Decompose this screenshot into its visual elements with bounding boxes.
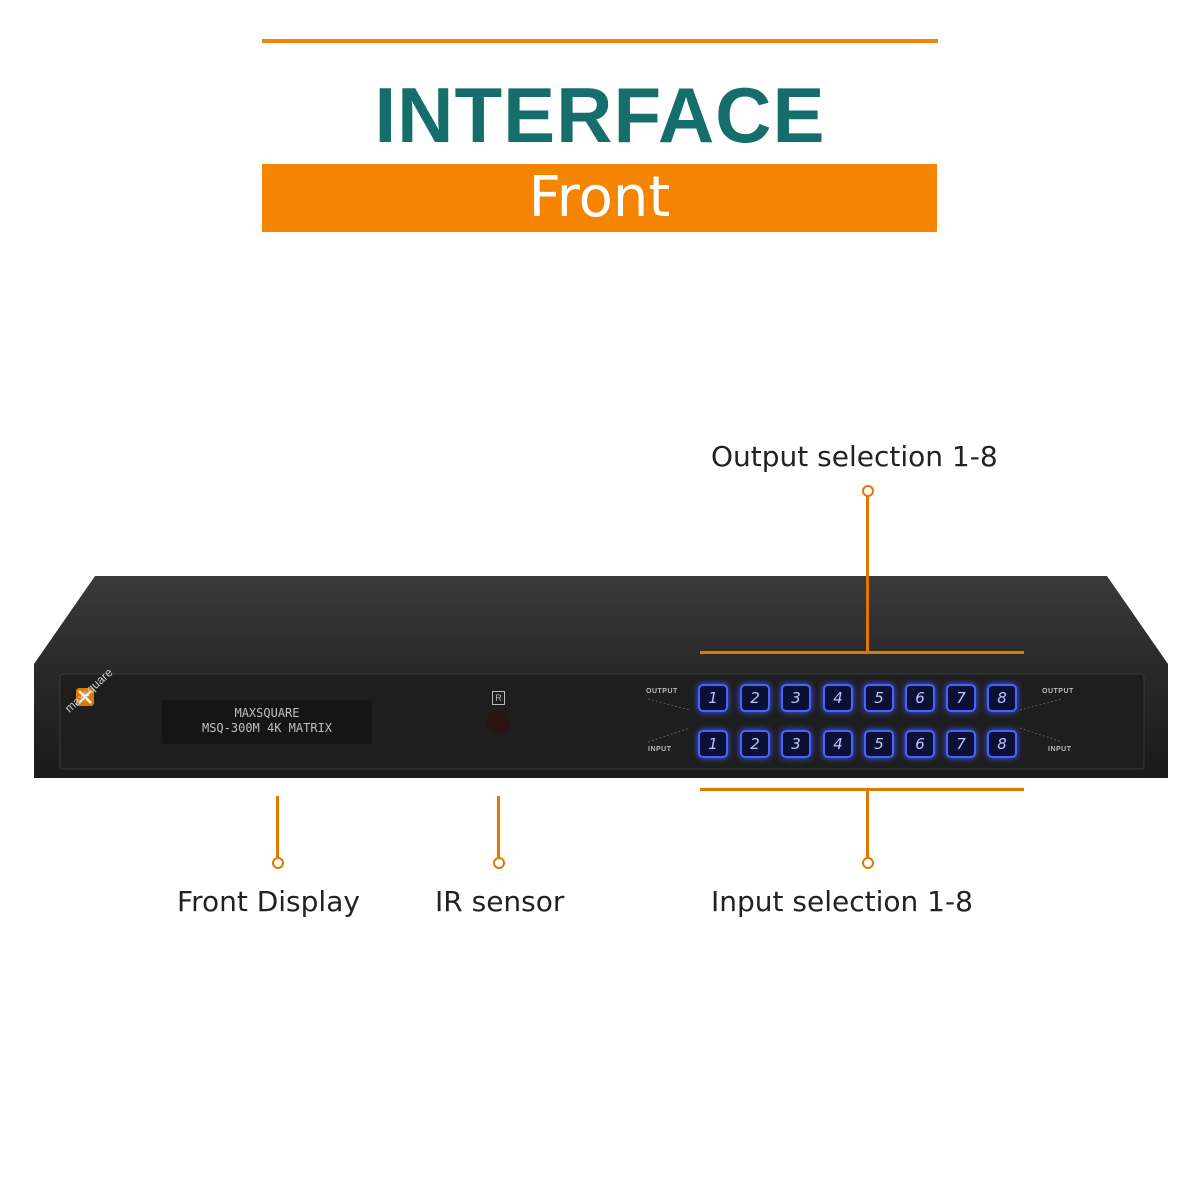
chassis-top	[34, 576, 1168, 664]
input-tag-right: INPUT	[1048, 746, 1072, 753]
display-line-1: MAXSQUARE	[234, 706, 300, 720]
brand-logo-icon	[76, 688, 94, 706]
input-button-6[interactable]: 6	[905, 730, 935, 758]
subtitle-banner: Front	[262, 164, 937, 232]
ir-callout-stem	[497, 796, 500, 857]
input-callout-dot	[862, 857, 874, 869]
output-tag-left: OUTPUT	[646, 688, 678, 695]
page-title: INTERFACE	[374, 71, 826, 159]
output-button-1[interactable]: 1	[698, 684, 728, 712]
input-button-3[interactable]: 3	[781, 730, 811, 758]
input-button-8[interactable]: 8	[987, 730, 1017, 758]
input-button-1[interactable]: 1	[698, 730, 728, 758]
output-callout-dot	[862, 485, 874, 497]
output-callout-bracket	[700, 651, 1024, 654]
output-button-5[interactable]: 5	[864, 684, 894, 712]
output-button-2[interactable]: 2	[740, 684, 770, 712]
output-button-7[interactable]: 7	[946, 684, 976, 712]
output-button-6[interactable]: 6	[905, 684, 935, 712]
input-button-5[interactable]: 5	[864, 730, 894, 758]
input-button-7[interactable]: 7	[946, 730, 976, 758]
input-tag-left: INPUT	[648, 746, 672, 753]
output-button-8[interactable]: 8	[987, 684, 1017, 712]
output-callout-stem	[866, 493, 869, 651]
display-line-2: MSQ-300M 4K MATRIX	[201, 721, 333, 735]
display-callout-dot	[272, 857, 284, 869]
front-display-label: Front Display	[177, 885, 360, 918]
input-callout-bracket	[700, 788, 1024, 791]
ir-sensor-label: IR sensor	[435, 885, 565, 918]
input-callout-stem	[866, 791, 869, 857]
input-button-2[interactable]: 2	[740, 730, 770, 758]
input-button-4[interactable]: 4	[823, 730, 853, 758]
output-button-4[interactable]: 4	[823, 684, 853, 712]
ir-label-icon: R	[492, 691, 505, 705]
front-display: MAXSQUARE MSQ-300M 4K MATRIX	[162, 700, 372, 744]
output-selection-label: Output selection 1-8	[711, 440, 998, 473]
ir-callout-dot	[493, 857, 505, 869]
display-callout-stem	[276, 796, 279, 857]
output-button-3[interactable]: 3	[781, 684, 811, 712]
input-selection-label: Input selection 1-8	[711, 885, 973, 918]
ir-sensor-window	[486, 710, 510, 734]
top-divider	[262, 39, 938, 43]
output-tag-right: OUTPUT	[1042, 688, 1074, 695]
